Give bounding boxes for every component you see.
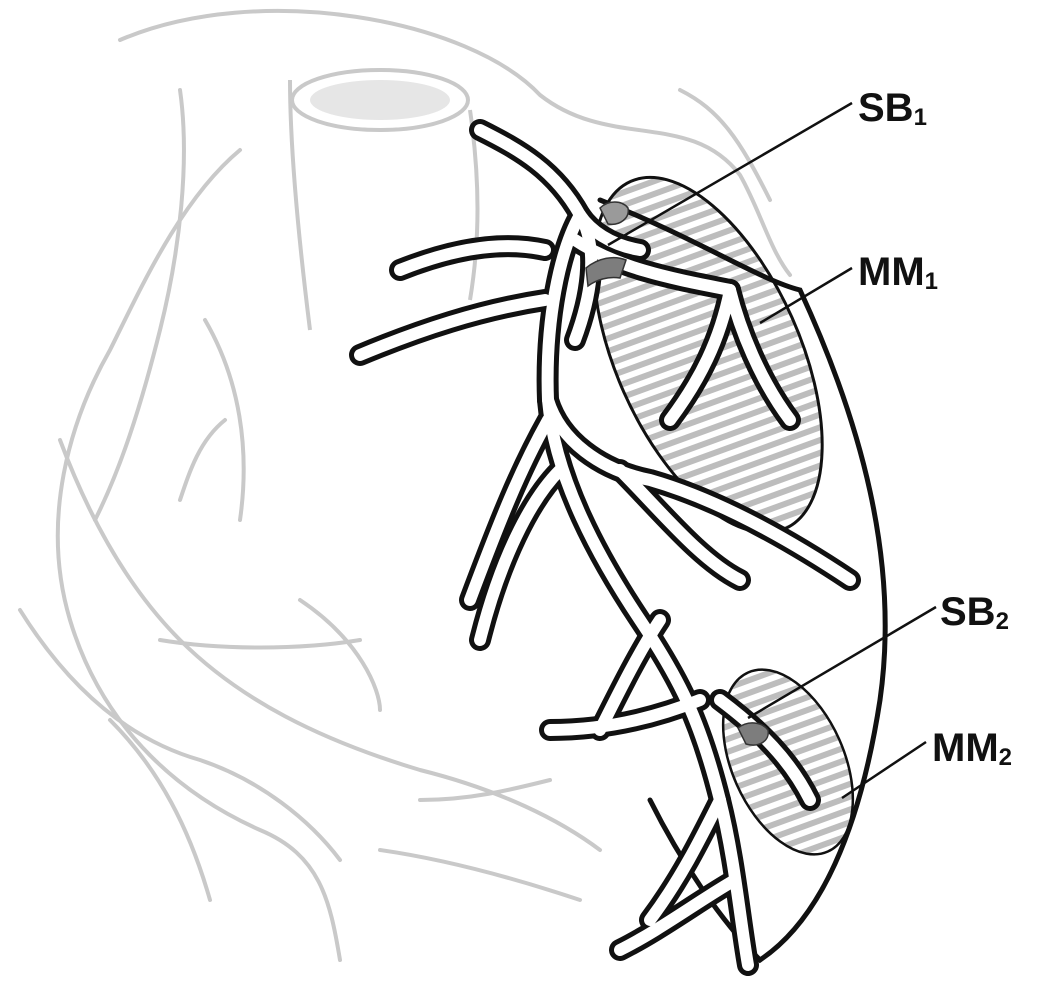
label-sb1-main: SB bbox=[858, 86, 914, 130]
label-mm1-sub: 1 bbox=[925, 268, 938, 295]
leader-sb2 bbox=[748, 607, 936, 718]
label-mm1: MM1 bbox=[858, 252, 938, 292]
label-mm1-main: MM bbox=[858, 250, 925, 294]
label-sb1-sub: 1 bbox=[914, 104, 927, 131]
aorta bbox=[290, 70, 478, 330]
label-sb2-main: SB bbox=[940, 590, 996, 634]
label-mm2-sub: 2 bbox=[999, 744, 1012, 771]
label-mm2: MM2 bbox=[932, 728, 1012, 768]
label-sb1: SB1 bbox=[858, 88, 927, 128]
label-mm2-main: MM bbox=[932, 726, 999, 770]
label-sb2: SB2 bbox=[940, 592, 1009, 632]
label-sb2-sub: 2 bbox=[996, 608, 1009, 635]
leader-mm2 bbox=[842, 742, 926, 798]
